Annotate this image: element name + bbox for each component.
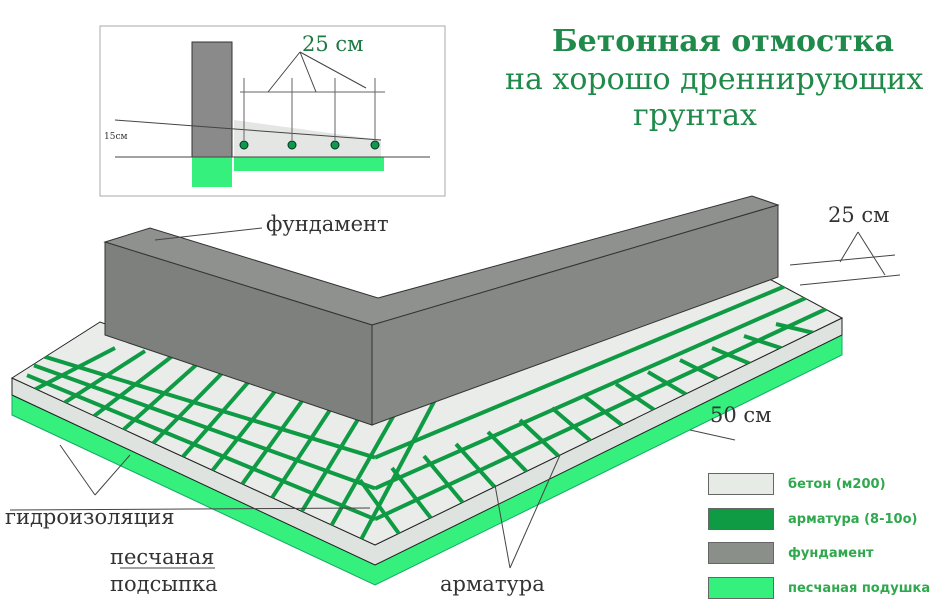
rebar-bar — [374, 275, 841, 460]
foundation-label: фундамент — [266, 212, 389, 236]
rebar-bar — [374, 300, 841, 522]
legend-item-sand: песчаная подушка — [708, 577, 930, 599]
legend-swatch — [708, 542, 774, 564]
inset-spacing-label: 25 см — [302, 32, 364, 56]
legend-item-concrete: бетон (м200) — [708, 473, 886, 495]
legend-swatch — [708, 473, 774, 495]
legend-label: песчаная подушка — [788, 580, 931, 596]
legend-item-foundation: фундамент — [708, 542, 874, 564]
rebar-bar — [518, 418, 562, 459]
rebar-bar — [358, 380, 447, 543]
legend-label: арматура (8-10о) — [788, 511, 918, 527]
inset-section-drawing — [99, 25, 446, 197]
rebar-bar — [775, 322, 817, 336]
rebar-bar — [646, 370, 690, 398]
rebar-bar — [40, 353, 376, 460]
rebar-bar — [582, 394, 626, 429]
title-line-3: грунтах — [633, 98, 757, 133]
slab-drawing — [10, 274, 844, 586]
rebar-label: арматура — [440, 572, 545, 596]
foundation-drawing — [103, 195, 780, 426]
legend-swatch — [708, 508, 774, 530]
title-line-2: на хорошо дреннирующих — [505, 62, 924, 97]
rebar-bar — [390, 466, 434, 521]
rebar-bar — [358, 478, 402, 537]
rebar-bar — [679, 358, 721, 382]
rebar-bar — [711, 346, 753, 367]
rebar-bar — [88, 352, 177, 421]
rebar-bar — [454, 442, 498, 490]
inset-height-label: 15см — [104, 132, 128, 142]
rebar-bar — [614, 382, 658, 413]
rebar-bar — [743, 334, 785, 351]
rebar-bar — [26, 373, 376, 522]
rebar-bar — [374, 280, 841, 491]
rebar-bar — [486, 430, 530, 475]
sand-label-2: подсыпка — [110, 572, 218, 596]
waterproofing-label: гидроизоляция — [5, 505, 175, 529]
rebar-bar — [118, 355, 207, 435]
rebar-bar — [58, 349, 147, 408]
sand-label-1: песчаная — [110, 545, 215, 569]
legend-item-rebar: арматура (8-10о) — [708, 508, 917, 530]
legend-swatch — [708, 577, 774, 599]
rebar-bar — [422, 454, 466, 506]
legend-label: фундамент — [788, 545, 874, 561]
spacing-bottom-label: 50 см — [710, 403, 772, 427]
rebar-bar — [550, 406, 594, 444]
rebar-bar — [29, 346, 116, 394]
legend-label: бетон (м200) — [788, 476, 886, 492]
page-title: Бетонная отмостка — [552, 24, 894, 59]
spacing-top-label: 25 см — [828, 203, 890, 227]
